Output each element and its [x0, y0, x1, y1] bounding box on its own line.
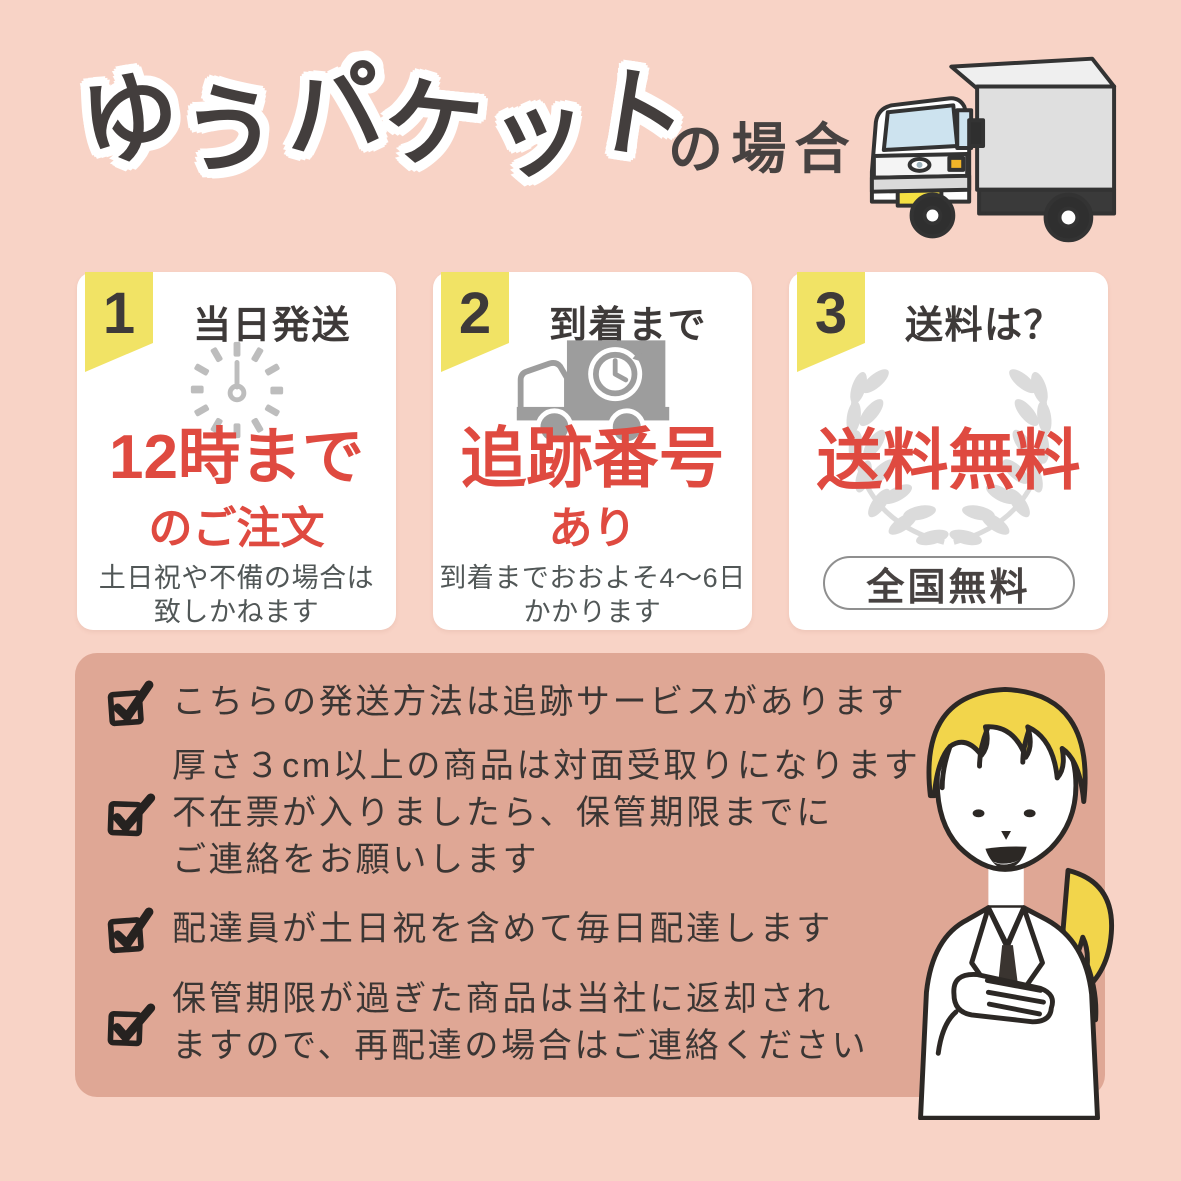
checklist-line: こちらの発送方法は追跡サービスがあります [172, 683, 907, 721]
step-ribbon: 1 [85, 272, 153, 372]
title-suffix: の場合 [668, 118, 858, 180]
checklist-line: 保管期限が過ぎた商品は当社に返却され [172, 980, 833, 1018]
checkbox-icon [107, 906, 155, 954]
clock-icon [190, 341, 283, 439]
title-char: ゆ [73, 56, 188, 181]
laurel-wreath-icon [845, 369, 1052, 546]
card-note-line: 到着までおおよそ4〜6日 [439, 563, 746, 593]
checklist-text: 保管期限が過ぎた商品は当社に返却されますので、再配達の場合はご連絡ください [172, 976, 868, 1070]
step-number: 1 [102, 281, 136, 346]
checklist-line: 不在票が入りましたら、保管期限までに [172, 794, 833, 832]
card-note: 土日祝や不備の場合は 致しかねます [77, 562, 396, 630]
checklist-item: 配達員が土日祝を含めて毎日配達します [107, 906, 957, 954]
card-main-text: 12時まで [109, 423, 364, 492]
title-char: ッ [485, 73, 593, 192]
delivery-truck-clock-icon [516, 340, 669, 446]
steps-cards: 1 当日発送 12時まで のご注文 土日祝や不備の場 [77, 272, 1108, 630]
card-header: 送料は？ [904, 305, 1064, 347]
page-title: ゆうパケット [73, 50, 695, 192]
step-number: 2 [458, 281, 492, 346]
step-ribbon: 2 [441, 272, 509, 372]
card-header: 到着まで [548, 305, 708, 347]
card-main-text: 追跡番号 [460, 421, 725, 495]
notes-panel: こちらの発送方法は追跡サービスがあります 厚さ３cm以上の商品は対面受取りになり… [75, 653, 1105, 1097]
card-header: 当日発送 [192, 305, 352, 347]
title-char: ケ [379, 65, 489, 185]
card-note-line: かかります [523, 596, 662, 627]
card-sub-text: のご注文 [148, 504, 325, 553]
card-free-shipping: 3 送料は？ [789, 272, 1108, 630]
checklist-line: ますので、再配達の場合はご連絡ください [172, 1027, 869, 1065]
checkbox-icon [107, 1000, 156, 1048]
card-sub-text: あり [548, 504, 637, 553]
card-note: 到着までおおよそ4〜6日 かかります [433, 562, 752, 630]
step-number: 3 [814, 281, 848, 346]
checklist-item: 保管期限が過ぎた商品は当社に返却されますので、再配達の場合はご連絡ください [107, 976, 957, 1070]
checklist: こちらの発送方法は追跡サービスがあります 厚さ３cm以上の商品は対面受取りになり… [107, 679, 957, 1086]
card-main-text: 送料無料 [816, 423, 1081, 497]
title-char: パ [277, 50, 389, 172]
checklist-line: 厚さ３cm以上の商品は対面受取りになります [172, 747, 921, 785]
checklist-text: 厚さ３cm以上の商品は対面受取りになります不在票が入りましたら、保管期限までにご… [172, 743, 920, 884]
checkbox-icon [107, 790, 156, 838]
header: ゆうパケット [73, 50, 695, 192]
checklist-text: 配達員が土日祝を含めて毎日配達します [172, 906, 833, 954]
checklist-line: 配達員が土日祝を含めて毎日配達します [172, 910, 833, 948]
card-note-line: 致しかねます [153, 596, 320, 627]
card-tracking-number: 2 到着まで 追跡番号 あり 到着までおおよそ4〜6日 かかります [433, 272, 752, 630]
nationwide-free-badge: 全国無料 [822, 556, 1075, 610]
checklist-line: ご連絡をお願いします [172, 841, 540, 879]
truck-illustration [869, 56, 1117, 243]
card-same-day-shipping: 1 当日発送 12時まで のご注文 土日祝や不備の場 [77, 272, 396, 630]
woman-illustration [918, 686, 1115, 1120]
title-char: う [173, 70, 285, 192]
checklist-item: 厚さ３cm以上の商品は対面受取りになります不在票が入りましたら、保管期限までにご… [107, 743, 957, 884]
checklist-item: こちらの発送方法は追跡サービスがあります [107, 679, 957, 727]
checklist-text: こちらの発送方法は追跡サービスがあります [172, 679, 906, 727]
checkbox-icon [107, 679, 155, 727]
card-note-line: 土日祝や不備の場合は [98, 563, 375, 593]
